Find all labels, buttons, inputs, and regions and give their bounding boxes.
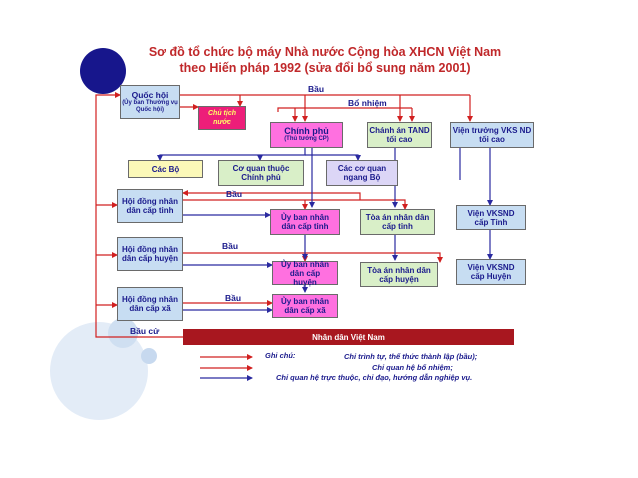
- node-ubnd-tinh-label: Ủy ban nhân dân cấp tỉnh: [280, 213, 329, 231]
- node-ubnd-xa-label: Ủy ban nhân dân cấp xã: [280, 297, 329, 315]
- node-co-quan-thuoc-cp: Cơ quan thuộc Chính phủ: [218, 160, 304, 186]
- node-hdnd-tinh-label: Hội đồng nhân dân cấp tỉnh: [122, 197, 178, 215]
- edge-left-spine: [95, 92, 183, 338]
- node-vks-tinh-label: Viện VKSND cấp Tỉnh: [467, 208, 515, 227]
- node-hdnd-huyen: Hội đồng nhân dân cấp huyện: [117, 237, 183, 271]
- node-co-quan-thuoc-cp-label: Cơ quan thuộc Chính phủ: [232, 164, 290, 182]
- node-nhan-dan: Nhân dân Việt Nam: [183, 329, 514, 345]
- node-vks-huyen-label: Viện VKSND cấp Huyện: [467, 263, 515, 281]
- edge-cp-ministries: [157, 148, 306, 161]
- node-vien-truong: Viện trưởng VKS ND tối cao: [450, 122, 534, 148]
- node-chinh-phu-label: Chính phủ: [284, 126, 329, 136]
- edge-bau-tinh-toa: [360, 199, 408, 210]
- diagram-title-line-2: theo Hiến pháp 1992 (sửa đổi bổ sung năm…: [179, 61, 471, 75]
- node-hdnd-huyen-label: Hội đồng nhân dân cấp huyện: [122, 245, 179, 263]
- node-ubnd-tinh: Ủy ban nhân dân cấp tỉnh: [270, 209, 340, 235]
- node-hdnd-tinh: Hội đồng nhân dân cấp tỉnh: [117, 189, 183, 223]
- node-hdnd-xa-label: Hội đồng nhân dân cấp xã: [122, 295, 178, 313]
- node-vks-huyen: Viện VKSND cấp Huyện: [456, 259, 526, 285]
- edge-bau-tinh-return: [182, 190, 361, 200]
- node-chu-tich-nuoc: Chủ tịch nước: [198, 106, 246, 130]
- node-ubnd-huyen: Ủy ban nhân dân cấp huyện: [272, 259, 338, 287]
- edge-bo-nhiem: [277, 107, 412, 112]
- node-chanh-an: Chánh án TAND tối cao: [367, 122, 432, 148]
- node-co-quan-ngang-bo-label: Các cơ quan ngang Bộ: [337, 164, 387, 182]
- node-toa-an-huyen-label: Tòa án nhân dân cấp huyện: [367, 265, 431, 284]
- legend-item-bo-nhiem: Chỉ quan hệ bổ nhiệm;: [372, 363, 453, 372]
- node-chinh-phu: Chính phủ (Thủ tướng CP): [270, 122, 343, 148]
- edge-label-bau-xa: Bầu: [225, 293, 242, 303]
- node-co-quan-ngang-bo: Các cơ quan ngang Bộ: [326, 160, 398, 186]
- node-ubnd-huyen-label: Ủy ban nhân dân cấp huyện: [280, 259, 329, 287]
- diagram-title: Sơ đồ tổ chức bộ máy Nhà nước Cộng hòa X…: [120, 44, 530, 76]
- edge-label-bau-top: Bầu: [308, 84, 325, 94]
- node-nhan-dan-label: Nhân dân Việt Nam: [312, 332, 385, 342]
- edge-label-bau-huyen: Bầu: [222, 241, 239, 251]
- node-toa-an-tinh-label: Tòa án nhân dân cấp tỉnh: [365, 213, 430, 231]
- deco-circle-dark: [80, 48, 126, 94]
- edge-bau-huyen: [183, 252, 443, 263]
- node-ubnd-xa: Ủy ban nhân dân cấp xã: [272, 294, 338, 318]
- diagram-title-line-1: Sơ đồ tổ chức bộ máy Nhà nước Cộng hòa X…: [148, 45, 502, 59]
- legend-item-bau: Chỉ trình tự, thể thức thành lập (bầu);: [344, 352, 478, 361]
- node-vien-truong-label: Viện trưởng VKS ND tối cao: [452, 126, 532, 144]
- node-quoc-hoi-sub: (Ủy ban Thường vụ Quốc hội): [122, 99, 178, 113]
- edge-cp-ngang-bo: [305, 154, 361, 161]
- edge-label-bau-cu: Bầu cử: [130, 326, 160, 336]
- legend-title: Ghi chú:: [265, 351, 296, 360]
- deco-circle-light-small: [141, 348, 157, 364]
- edge-label-bau-tinh: Bầu: [226, 189, 243, 199]
- node-chinh-phu-sub: (Thủ tướng CP): [284, 136, 329, 142]
- node-quoc-hoi: Quốc hội (Ủy ban Thường vụ Quốc hội): [120, 85, 180, 119]
- deco-circle-light-mid: [108, 318, 138, 348]
- node-toa-an-tinh: Tòa án nhân dân cấp tỉnh: [360, 209, 435, 235]
- node-chanh-an-label: Chánh án TAND tối cao: [369, 126, 430, 144]
- node-cac-bo: Các Bộ: [128, 160, 203, 178]
- node-chu-tich-nuoc-label: Chủ tịch nước: [208, 110, 236, 126]
- legend-item-truc-thuoc: Chỉ quan hệ trực thuộc, chỉ đạo, hướng d…: [276, 373, 473, 382]
- node-toa-an-huyen: Tòa án nhân dân cấp huyện: [360, 262, 438, 287]
- node-cac-bo-label: Các Bộ: [151, 164, 180, 174]
- edge-label-bo-nhiem: Bổ nhiệm: [348, 98, 387, 108]
- node-vks-tinh: Viện VKSND cấp Tỉnh: [456, 205, 526, 230]
- node-quoc-hoi-label: Quốc hội: [131, 89, 169, 100]
- node-hdnd-xa: Hội đồng nhân dân cấp xã: [117, 287, 183, 321]
